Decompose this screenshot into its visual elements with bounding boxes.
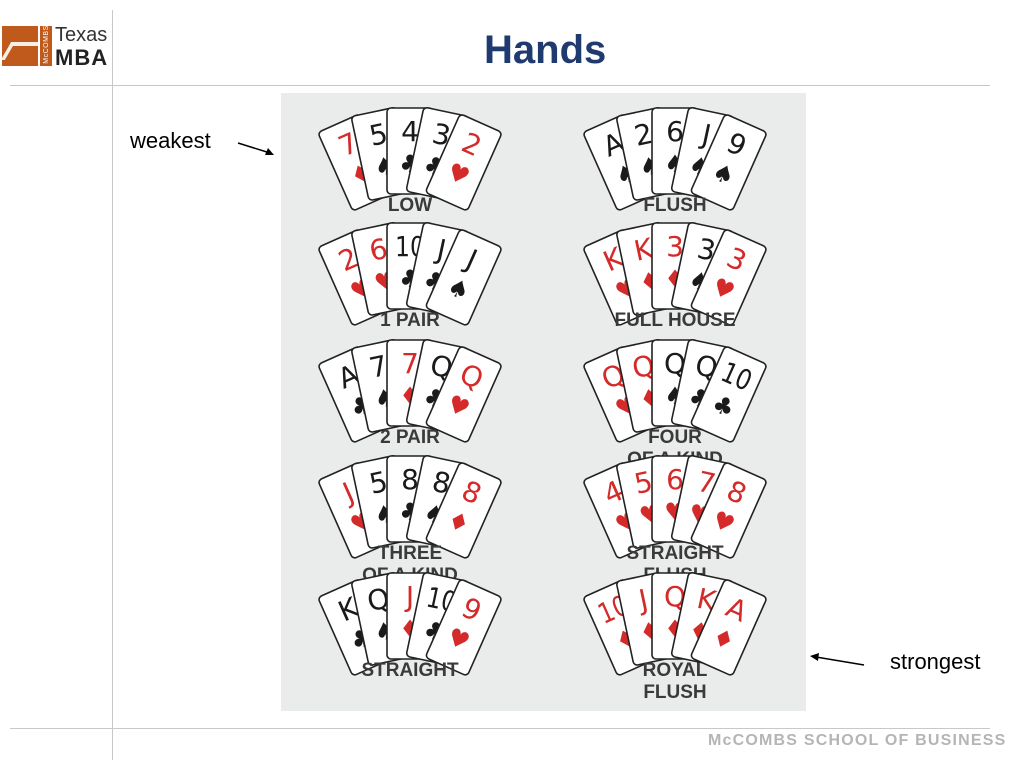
card-face: [690, 346, 767, 443]
hand-label: STRAIGHT: [361, 660, 459, 681]
poker-hands-svg: 7♦5♠4♣3♣2♥LOW A♠2♠6♠J♠9♠FLUSH 2♥6♥10♣J♣J♠1…: [318, 106, 767, 703]
hand-1-pair: 2♥6♥10♣J♣J♠1 PAIR: [318, 221, 502, 331]
card-rank: 3: [666, 230, 684, 263]
card-face: [425, 346, 502, 443]
card-face: [690, 229, 767, 326]
hand-label: FULL HOUSE: [614, 310, 735, 331]
logo-texas-text: Texas: [55, 24, 108, 46]
card-face: [690, 579, 767, 676]
hand-label: FOUR: [648, 427, 702, 448]
footer-divider: [10, 728, 990, 729]
card-rank: J: [404, 580, 414, 613]
weakest-arrow-icon: [237, 142, 274, 155]
playing-card: 3♥: [690, 229, 767, 326]
playing-card: J♠: [425, 229, 502, 326]
strongest-arrow-icon: [810, 653, 865, 666]
hand-straight: K♣Q♠J♦10♣9♥STRAIGHT: [318, 571, 502, 681]
card-rank: Q: [664, 580, 686, 613]
card-rank: Q: [664, 347, 686, 380]
hand-four-of-a-kind: Q♥Q♦Q♠Q♣10♣FOUROF A KIND: [583, 338, 767, 470]
hand-label: FLUSH: [643, 682, 706, 703]
playing-card: Q♥: [425, 346, 502, 443]
vertical-divider: [112, 10, 113, 760]
card-rank: 4: [401, 115, 419, 148]
card-face: [690, 114, 767, 211]
card-face: [425, 462, 502, 559]
hand-label: 1 PAIR: [380, 310, 440, 331]
header-divider: [10, 85, 990, 86]
hand-label: 2 PAIR: [380, 427, 440, 448]
playing-card: 8♦: [425, 462, 502, 559]
poker-hands-chart: 7♦5♠4♣3♣2♥LOW A♠2♠6♠J♠9♠FLUSH 2♥6♥10♣J♣J♠1…: [281, 93, 806, 711]
playing-card: 8♥: [690, 462, 767, 559]
card-rank: 7: [401, 347, 419, 380]
card-rank: 8: [401, 463, 419, 496]
hand-label: STRAIGHT: [626, 543, 724, 564]
hand-full-house: K♥K♦3♦3♠3♥FULL HOUSE: [583, 221, 767, 331]
hand-2-pair: A♣7♠7♦Q♣Q♥2 PAIR: [318, 338, 502, 448]
card-face: [425, 229, 502, 326]
texas-mba-logo: McCOMBS Texas MBA: [0, 24, 112, 70]
playing-card: 2♥: [425, 114, 502, 211]
hand-flush: A♠2♠6♠J♠9♠FLUSH: [583, 106, 767, 216]
strongest-label: strongest: [890, 649, 981, 674]
card-rank: 6: [666, 115, 684, 148]
logo-mba-text: MBA: [55, 45, 109, 70]
card-rank: 6: [666, 463, 684, 496]
card-face: [690, 462, 767, 559]
playing-card: 9♠: [690, 114, 767, 211]
logo-mark-icon: [2, 26, 38, 66]
hand-label: FLUSH: [643, 195, 706, 216]
playing-card: 10♣: [690, 346, 767, 443]
playing-card: 9♥: [425, 579, 502, 676]
logo-small-text: McCOMBS: [42, 25, 50, 64]
hand-low: 7♦5♠4♣3♣2♥LOW: [318, 106, 502, 216]
logo-strip: McCOMBS: [40, 25, 52, 66]
hand-label: ROYAL: [643, 660, 708, 681]
card-face: [425, 114, 502, 211]
weakest-label: weakest: [130, 128, 211, 153]
playing-card: A♦: [690, 579, 767, 676]
hand-straight-flush: 4♥5♥6♥7♥8♥STRAIGHTFLUSH: [583, 454, 767, 586]
card-face: [425, 579, 502, 676]
page-title: Hands: [484, 28, 607, 72]
hand-label: LOW: [388, 195, 432, 216]
hand-label: THREE: [378, 543, 442, 564]
footer-text: McCOMBS SCHOOL OF BUSINESS: [708, 732, 1007, 749]
